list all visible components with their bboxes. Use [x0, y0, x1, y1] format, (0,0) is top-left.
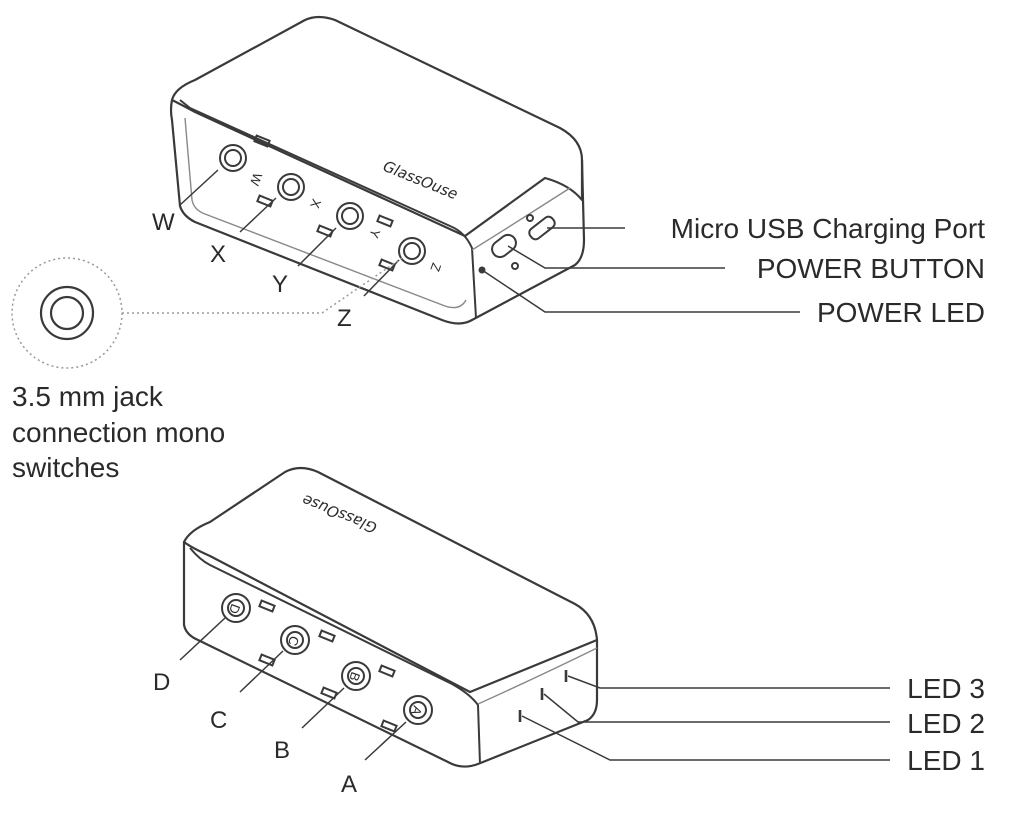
label-x: X — [210, 241, 226, 268]
jack-x — [256, 173, 305, 208]
led-2-label: LED 2 — [907, 708, 985, 739]
jack-note-line3: switches — [12, 452, 119, 483]
lower-buttons — [221, 593, 433, 733]
jack-zoom — [11, 257, 403, 369]
jack-note-line2: connection mono — [12, 417, 225, 448]
label-z: Z — [337, 305, 352, 332]
power-button-label: POWER BUTTON — [757, 253, 985, 284]
upper-device — [169, 15, 586, 325]
button-d-mark: D — [226, 602, 243, 616]
button-b — [320, 661, 396, 700]
lower-side-leds — [518, 670, 568, 722]
usb-port-label: Micro USB Charging Port — [671, 213, 986, 244]
label-c: C — [210, 707, 227, 734]
led-1-label: LED 1 — [907, 745, 985, 776]
label-b: B — [274, 737, 290, 764]
button-a — [380, 695, 433, 733]
usb-port — [528, 215, 556, 241]
jack-w — [219, 134, 271, 172]
label-d: D — [153, 669, 170, 696]
jack-y — [316, 202, 394, 238]
lower-callout-lines — [179, 617, 890, 761]
lower-device-top — [182, 466, 599, 694]
button-a-mark: A — [408, 704, 425, 718]
jack-z — [378, 237, 426, 272]
lower-device — [182, 466, 599, 768]
upper-device-front — [169, 99, 586, 325]
label-y: Y — [272, 271, 288, 298]
upper-side-controls — [478, 214, 556, 274]
power-button — [491, 233, 517, 259]
lower-device-front — [182, 542, 599, 768]
button-c — [258, 625, 336, 667]
label-w: W — [152, 209, 175, 236]
power-led-label: POWER LED — [817, 297, 985, 328]
upper-device-top — [170, 15, 584, 238]
jack-note-line1: 3.5 mm jack — [12, 381, 164, 412]
button-d — [221, 593, 276, 623]
upper-jacks — [219, 134, 426, 272]
jack-z-mark: Z — [427, 261, 444, 274]
jack-w-mark: W — [247, 171, 266, 188]
jack-y-mark: Y — [366, 227, 383, 241]
upper-callout-lines — [179, 169, 800, 313]
led-3-label: LED 3 — [907, 673, 985, 704]
upper-logo: GlassOuse — [381, 157, 461, 203]
label-a: A — [341, 771, 357, 798]
jack-x-mark: X — [307, 197, 324, 211]
button-c-mark: C — [285, 634, 302, 648]
